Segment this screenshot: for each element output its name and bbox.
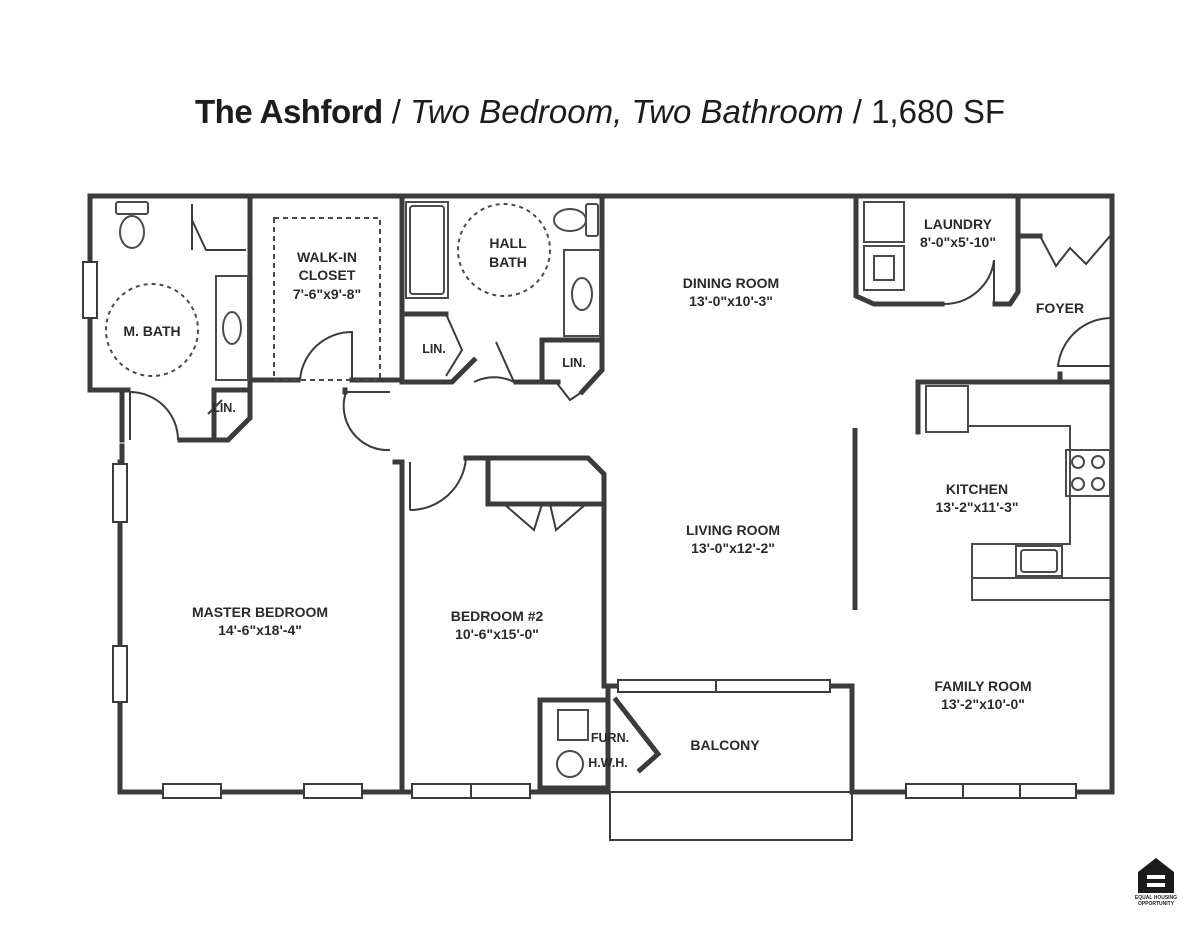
dining-room-label: DINING ROOM	[683, 275, 779, 291]
hall-bath-label-2: BATH	[489, 254, 527, 270]
toilet-bowl-hallbath	[553, 208, 587, 232]
water-heater-label: H.W.H.	[588, 756, 628, 770]
door-hallbath	[473, 341, 517, 385]
family-room-label: FAMILY ROOM	[934, 678, 1031, 694]
fridge	[925, 385, 969, 433]
closet-rod	[273, 217, 381, 381]
eho-line-2: OPPORTUNITY	[1138, 901, 1175, 907]
linen-label-hall: LIN.	[422, 342, 446, 356]
washer	[863, 201, 905, 243]
window-master-2	[112, 645, 128, 703]
plan-name: The Ashford	[195, 93, 383, 130]
dryer	[863, 245, 905, 291]
window-master-3	[162, 783, 222, 799]
kitchen-dims: 13'-2"x11'-3"	[936, 499, 1019, 515]
title-separator-2: /	[852, 93, 862, 130]
door-mbath	[129, 391, 179, 441]
living-room-dims: 13'-0"x12'-2"	[691, 540, 775, 556]
door-bed2	[409, 457, 467, 512]
sink-hallbath	[571, 277, 593, 311]
door-foyer-closet	[1039, 235, 1111, 268]
window-family	[905, 783, 1077, 799]
master-bedroom-label: MASTER BEDROOM	[192, 604, 328, 620]
dining-room-dims: 13'-0"x10'-3"	[689, 293, 773, 309]
kitchen-counter	[968, 425, 1110, 601]
unit-type: Two Bedroom, Two Bathroom	[410, 93, 844, 130]
title-separator-1: /	[391, 93, 401, 130]
door-master	[342, 391, 391, 452]
window-mbath	[82, 261, 98, 319]
laundry-label: LAUNDRY	[924, 216, 993, 232]
furnace-label: FURN.	[591, 731, 629, 745]
door-foyer	[1056, 316, 1113, 367]
window-master-4	[303, 783, 363, 799]
foyer-label: FOYER	[1036, 300, 1084, 316]
mbath-turning-circle	[105, 283, 199, 377]
walk-in-closet-label-2: CLOSET	[299, 267, 356, 283]
vanity-mbath	[215, 275, 249, 381]
toilet-bowl-mbath	[119, 215, 145, 249]
sink-mbath	[222, 311, 242, 345]
toilet-tank-mbath	[115, 201, 149, 215]
window-balcony-door	[617, 679, 831, 693]
door-bed2-closet	[503, 503, 587, 532]
room-labels: WALK-IN CLOSET 7'-6"x9'-8" HALL BATH M. …	[123, 216, 1084, 770]
door-lin-bath	[555, 381, 583, 402]
balcony-rail	[609, 791, 853, 841]
equal-housing-logo: EQUAL HOUSING OPPORTUNITY	[1135, 858, 1177, 907]
door-mbath-closet	[191, 204, 246, 251]
bedroom-2-dims: 10'-6"x15'-0"	[455, 626, 539, 642]
walk-in-closet-label-1: WALK-IN	[297, 249, 357, 265]
master-bath-label: M. BATH	[123, 323, 180, 339]
kitchen-sink	[1015, 545, 1063, 577]
family-room-dims: 13'-2"x10'-0"	[941, 696, 1025, 712]
linen-label-mbath: LIN.	[212, 401, 236, 415]
windows	[82, 261, 1077, 799]
walls	[87, 193, 1115, 795]
door-closet	[299, 330, 353, 381]
hallbath-turning-circle	[457, 203, 551, 297]
doors	[129, 204, 1113, 532]
balcony-label: BALCONY	[690, 737, 760, 753]
unit-area: 1,680 SF	[871, 93, 1005, 130]
walk-in-closet-dims: 7'-6"x9'-8"	[293, 286, 361, 302]
kitchen-label: KITCHEN	[946, 481, 1008, 497]
bedroom-2-label: BEDROOM #2	[451, 608, 544, 624]
vanity-hallbath	[563, 249, 601, 337]
floor-plan-title: The Ashford / Two Bedroom, Two Bathroom …	[0, 90, 1200, 134]
water-heater	[556, 750, 584, 778]
door-lin-hall	[445, 313, 464, 377]
linen-label-bath: LIN.	[562, 356, 586, 370]
window-master-1	[112, 463, 128, 523]
hall-bath-label-1: HALL	[489, 235, 527, 251]
toilet-tank-hallbath	[585, 203, 599, 237]
laundry-dims: 8'-0"x5'-10"	[920, 234, 996, 250]
tub-hallbath	[405, 201, 449, 299]
stove	[1065, 449, 1111, 497]
eho-line-1: EQUAL HOUSING	[1135, 895, 1177, 901]
door-laundry	[943, 259, 995, 306]
fixtures	[105, 201, 1111, 778]
living-room-label: LIVING ROOM	[686, 522, 780, 538]
furnace	[557, 709, 589, 741]
master-bedroom-dims: 14'-6"x18'-4"	[218, 622, 302, 638]
